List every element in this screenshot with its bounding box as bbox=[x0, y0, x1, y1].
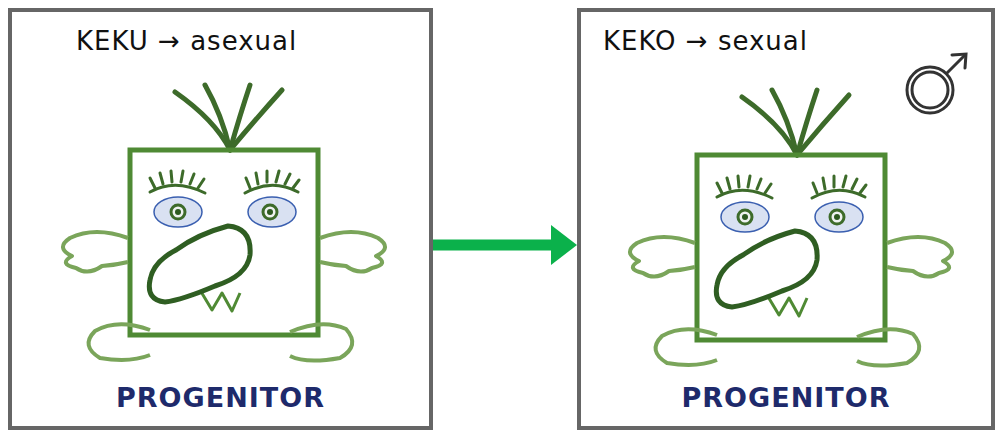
panel-box: KEKO → sexualPROGENITOR bbox=[577, 8, 995, 430]
panel-title: KEKU → asexual bbox=[76, 26, 297, 56]
flow-arrow bbox=[433, 225, 577, 265]
panel-label: PROGENITOR bbox=[581, 382, 991, 413]
monster-drawing bbox=[630, 90, 952, 366]
panel-box: KEKU → asexualPROGENITOR bbox=[8, 8, 433, 430]
male-symbol bbox=[907, 54, 966, 113]
panel-label: PROGENITOR bbox=[12, 382, 429, 413]
monster-drawing bbox=[63, 85, 385, 361]
panel-title: KEKO → sexual bbox=[603, 26, 808, 56]
